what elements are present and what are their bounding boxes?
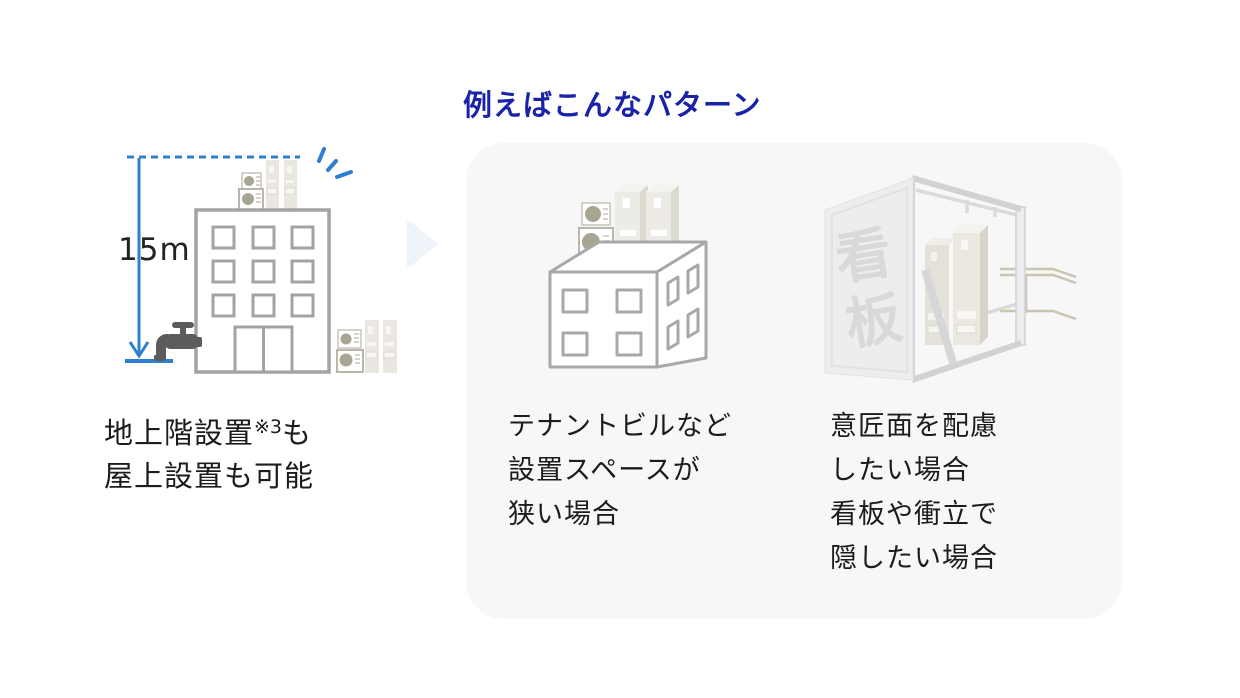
frame-brace: [921, 268, 957, 365]
tenant-building-illustration: [548, 185, 708, 369]
building-outline: [194, 208, 331, 374]
footnote-marker: ※3: [254, 416, 283, 438]
building-windows: [211, 225, 315, 318]
hidden-tank-units: [925, 225, 988, 345]
left-installation-diagram: [125, 147, 397, 374]
signboard-text: 看 板: [831, 220, 907, 358]
case-caption-tenant: テナントビルなど 設置スペースが 狭い場合: [508, 411, 732, 530]
rooftop-unit-group: [238, 160, 297, 211]
ground-unit-group: [336, 320, 397, 373]
svg-text:看: 看: [831, 220, 896, 293]
page-title: 例えばこんなパターン: [463, 88, 762, 122]
faucet-icon: [154, 322, 202, 361]
height-arrow: [125, 158, 173, 363]
signboard-panel: 看 板: [824, 177, 914, 381]
arrow-right-icon: [407, 219, 439, 269]
case-caption-signboard: 意匠面を配慮 したい場合 看板や衝立で 隠したい場合: [830, 411, 998, 574]
railing-pipes: [1000, 267, 1077, 321]
sparkle-marks-icon: [317, 147, 353, 179]
signboard-illustration: 看 板: [824, 175, 1077, 383]
iso-building-windows: [561, 263, 700, 357]
height-label: 15m: [118, 232, 191, 268]
left-caption-line1: 地上階設置※3も: [104, 416, 313, 450]
svg-text:板: 板: [841, 286, 906, 359]
left-caption-line2: 屋上設置も可能: [104, 459, 315, 493]
building-door: [233, 325, 294, 374]
pattern-panel: 看 板 テナントビルなど 設置スペースが 狭い場合 意匠面を配慮 したい場合 看…: [466, 143, 1122, 619]
left-caption: 地上階設置※3も 屋上設置も可能: [104, 406, 314, 498]
